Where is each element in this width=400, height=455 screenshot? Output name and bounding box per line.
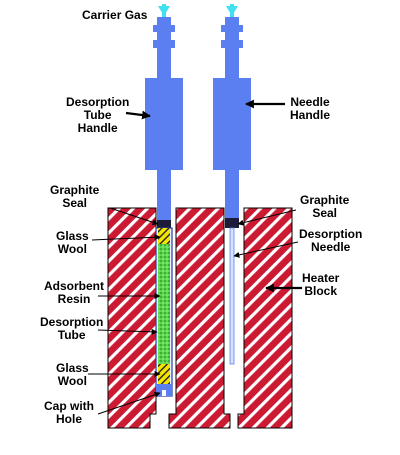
glass-wool-top <box>158 228 170 244</box>
label-line: Desorption <box>40 315 104 329</box>
adsorbent-resin-label: Adsorbent Resin <box>44 280 104 306</box>
leader-lines <box>88 99 302 415</box>
needle-stem <box>225 170 239 218</box>
label-line: Graphite <box>50 183 100 197</box>
glass-wool-bottom <box>158 364 170 384</box>
cap-with-hole <box>156 384 172 396</box>
label-line: Glass <box>56 229 89 243</box>
desorption-needle <box>229 227 235 365</box>
label-line: Heater <box>302 271 340 285</box>
desorption-tube-label: Desorption Tube <box>40 316 103 342</box>
label-line: Cap with <box>44 399 94 413</box>
graphite-seal-right <box>225 218 239 228</box>
heater-block-label: Heater Block <box>302 272 339 298</box>
label-line: Wool <box>57 242 87 256</box>
label-line: Seal <box>62 196 88 210</box>
label-line: Graphite <box>300 193 350 207</box>
label-line: Needle <box>290 95 330 109</box>
desorption-tube-assembly <box>145 4 183 397</box>
glass-wool-top-label: Glass Wool <box>56 230 89 256</box>
graphite-seal-right-label: Graphite Seal <box>300 194 349 220</box>
heater-block-middle <box>168 207 231 429</box>
tube-stem <box>157 170 171 222</box>
needle-handle-label: Needle Handle <box>290 96 330 122</box>
needle-handle[interactable] <box>213 78 251 170</box>
label-line: Needle <box>310 240 351 254</box>
graphite-seal-left-label: Graphite Seal <box>50 184 99 210</box>
label-line: Desorption <box>299 227 363 241</box>
label-line: Handle <box>77 121 118 135</box>
label-line: Tube <box>57 328 86 342</box>
label-line: Desorption <box>66 95 130 109</box>
heater-block-right <box>237 207 293 429</box>
desorption-tube-handle-label: Desorption Tube Handle <box>66 96 129 135</box>
label-line: Resin <box>57 292 91 306</box>
label-line: Tube <box>83 108 112 122</box>
label-line: Adsorbent <box>44 279 104 293</box>
needle-assembly <box>213 4 251 365</box>
label-line: Block <box>304 284 338 298</box>
needle-fitting <box>221 17 243 78</box>
heater-block <box>107 207 293 429</box>
desorption-needle-label: Desorption Needle <box>299 228 362 254</box>
adsorbent-resin <box>158 244 170 364</box>
heater-block-left <box>107 207 157 429</box>
label-line: Hole <box>55 412 82 426</box>
label-line: Seal <box>312 206 338 220</box>
carrier-gas-arrow-icon <box>158 4 170 18</box>
graphite-seal-left <box>157 220 171 228</box>
carrier-gas-arrow-right-icon <box>226 4 238 18</box>
cap-with-hole-label: Cap with Hole <box>44 400 94 426</box>
carrier-gas-label: Carrier Gas <box>82 8 148 22</box>
label-line: Wool <box>57 374 87 388</box>
glass-wool-bottom-label: Glass Wool <box>56 362 89 388</box>
label-line: Handle <box>290 108 331 122</box>
label-line: Glass <box>56 361 89 375</box>
tube-fitting <box>153 17 175 78</box>
desorption-tube-handle[interactable] <box>145 78 183 170</box>
